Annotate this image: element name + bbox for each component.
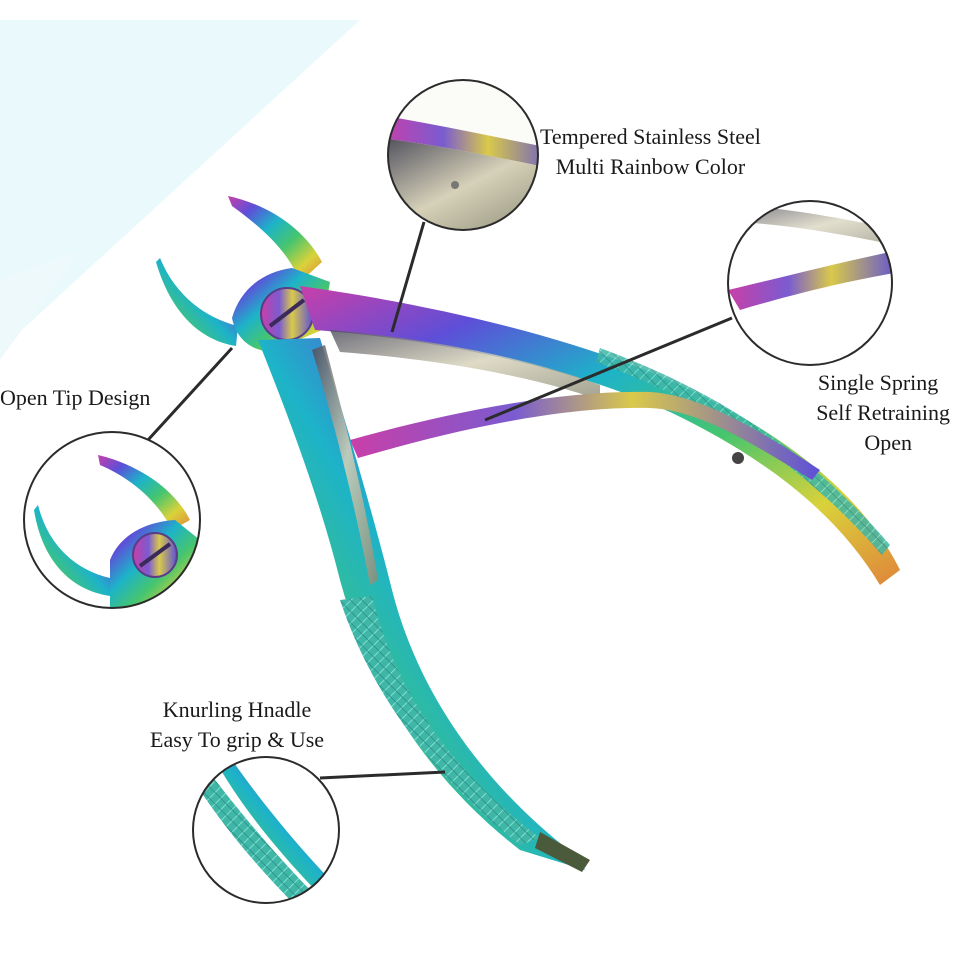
zoom-circle-tip — [23, 431, 201, 609]
spring — [350, 391, 820, 480]
leader-line-handle — [319, 770, 446, 780]
callout-spring: Single Spring Self Retraining Open — [816, 368, 950, 458]
leader-line-steel — [390, 221, 426, 333]
dental-extraction-forceps-icon — [156, 196, 900, 872]
callout-handle-line2: Easy To grip & Use — [150, 727, 325, 752]
leader-line-tip — [146, 346, 234, 442]
callout-steel-line2: Multi Rainbow Color — [555, 154, 746, 179]
callout-tip: Open Tip Design — [0, 383, 150, 413]
callout-spring-line2: Self Retraining — [816, 400, 950, 425]
zoom-circle-spring — [727, 200, 893, 366]
zoom-circle-steel — [387, 79, 539, 231]
callout-spring-line3: Open — [864, 430, 912, 455]
callout-spring-line1: Single Spring — [817, 370, 939, 395]
callout-handle: Knurling Hnadle Easy To grip & Use — [150, 695, 324, 755]
callout-handle-line1: Knurling Hnadle — [162, 697, 312, 722]
callout-tip-line1: Open Tip Design — [0, 385, 151, 410]
leader-line-spring — [484, 316, 733, 422]
backdrop-shape-lower — [0, 250, 80, 360]
callout-steel: Tempered Stainless Steel Multi Rainbow C… — [540, 122, 761, 182]
callout-steel-line1: Tempered Stainless Steel — [540, 124, 761, 149]
backdrop-shape — [0, 20, 360, 350]
zoom-circle-handle — [192, 756, 340, 904]
